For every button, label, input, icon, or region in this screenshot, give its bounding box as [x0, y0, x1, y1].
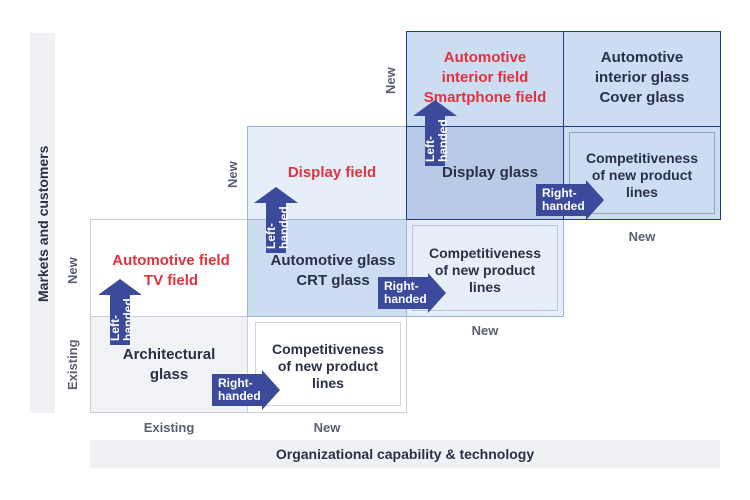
y-tick-new-3: New	[383, 67, 398, 94]
left-handed-arrow-2: Left- handed	[254, 187, 298, 253]
x-tick-new-2: New	[471, 323, 499, 338]
architectural-glass-label: Architectural glass	[122, 346, 216, 383]
x-tick-new-1: New	[313, 420, 341, 435]
right-arrow-icon	[536, 180, 604, 220]
automotive-tv-field-label: Automotive field TV field	[112, 252, 230, 289]
up-arrow-icon	[254, 187, 298, 253]
right-arrow-icon	[378, 273, 446, 313]
interior-smartphone-field-label: Automotive interior field Smartphone fie…	[423, 49, 547, 106]
stage2-competitiveness-box	[412, 225, 558, 311]
left-handed-label-1: Left- handed	[108, 298, 135, 341]
right-handed-label-2: Right- handed	[384, 279, 427, 306]
stage3-competitiveness-box	[569, 132, 715, 214]
y-axis-band	[30, 33, 55, 413]
y-tick-new-2: New	[225, 161, 240, 188]
x-tick-existing: Existing	[143, 420, 195, 435]
right-handed-label-1: Right- handed	[218, 376, 261, 403]
right-handed-arrow-1: Right- handed	[212, 370, 280, 410]
up-arrow-icon	[98, 279, 142, 345]
x-axis-title: Organizational capability & technology	[275, 446, 535, 462]
stage3-corner-cell	[563, 31, 721, 127]
stage1-competitiveness-box	[255, 322, 401, 406]
right-handed-arrow-3: Right- handed	[536, 180, 604, 220]
x-tick-new-3: New	[628, 229, 656, 244]
y-tick-new-1: New	[65, 257, 80, 284]
competitiveness-label-2: Competitiveness of new product lines	[428, 245, 542, 295]
interior-cover-glass-label: Automotive interior glass Cover glass	[594, 49, 690, 106]
automotive-crt-glass-label: Automotive glass CRT glass	[270, 252, 396, 289]
right-handed-arrow-2: Right- handed	[378, 273, 446, 313]
up-arrow-icon	[413, 100, 457, 166]
left-handed-arrow-1: Left- handed	[98, 279, 142, 345]
left-handed-label-3: Left- handed	[423, 119, 450, 162]
y-tick-existing: Existing	[65, 339, 80, 390]
y-axis-title: Markets and customers	[35, 145, 51, 302]
right-handed-label-3: Right- handed	[542, 186, 585, 213]
right-arrow-icon	[212, 370, 280, 410]
x-axis-band: Organizational capability & technology	[90, 440, 720, 468]
competitiveness-label-3: Competitiveness of new product lines	[585, 150, 699, 200]
display-field-label: Display field	[287, 164, 377, 181]
display-glass-label: Display glass	[442, 164, 538, 181]
competitiveness-label-1: Competitiveness of new product lines	[271, 341, 385, 391]
left-handed-label-2: Left- handed	[264, 206, 291, 249]
left-handed-arrow-3: Left- handed	[413, 100, 457, 166]
